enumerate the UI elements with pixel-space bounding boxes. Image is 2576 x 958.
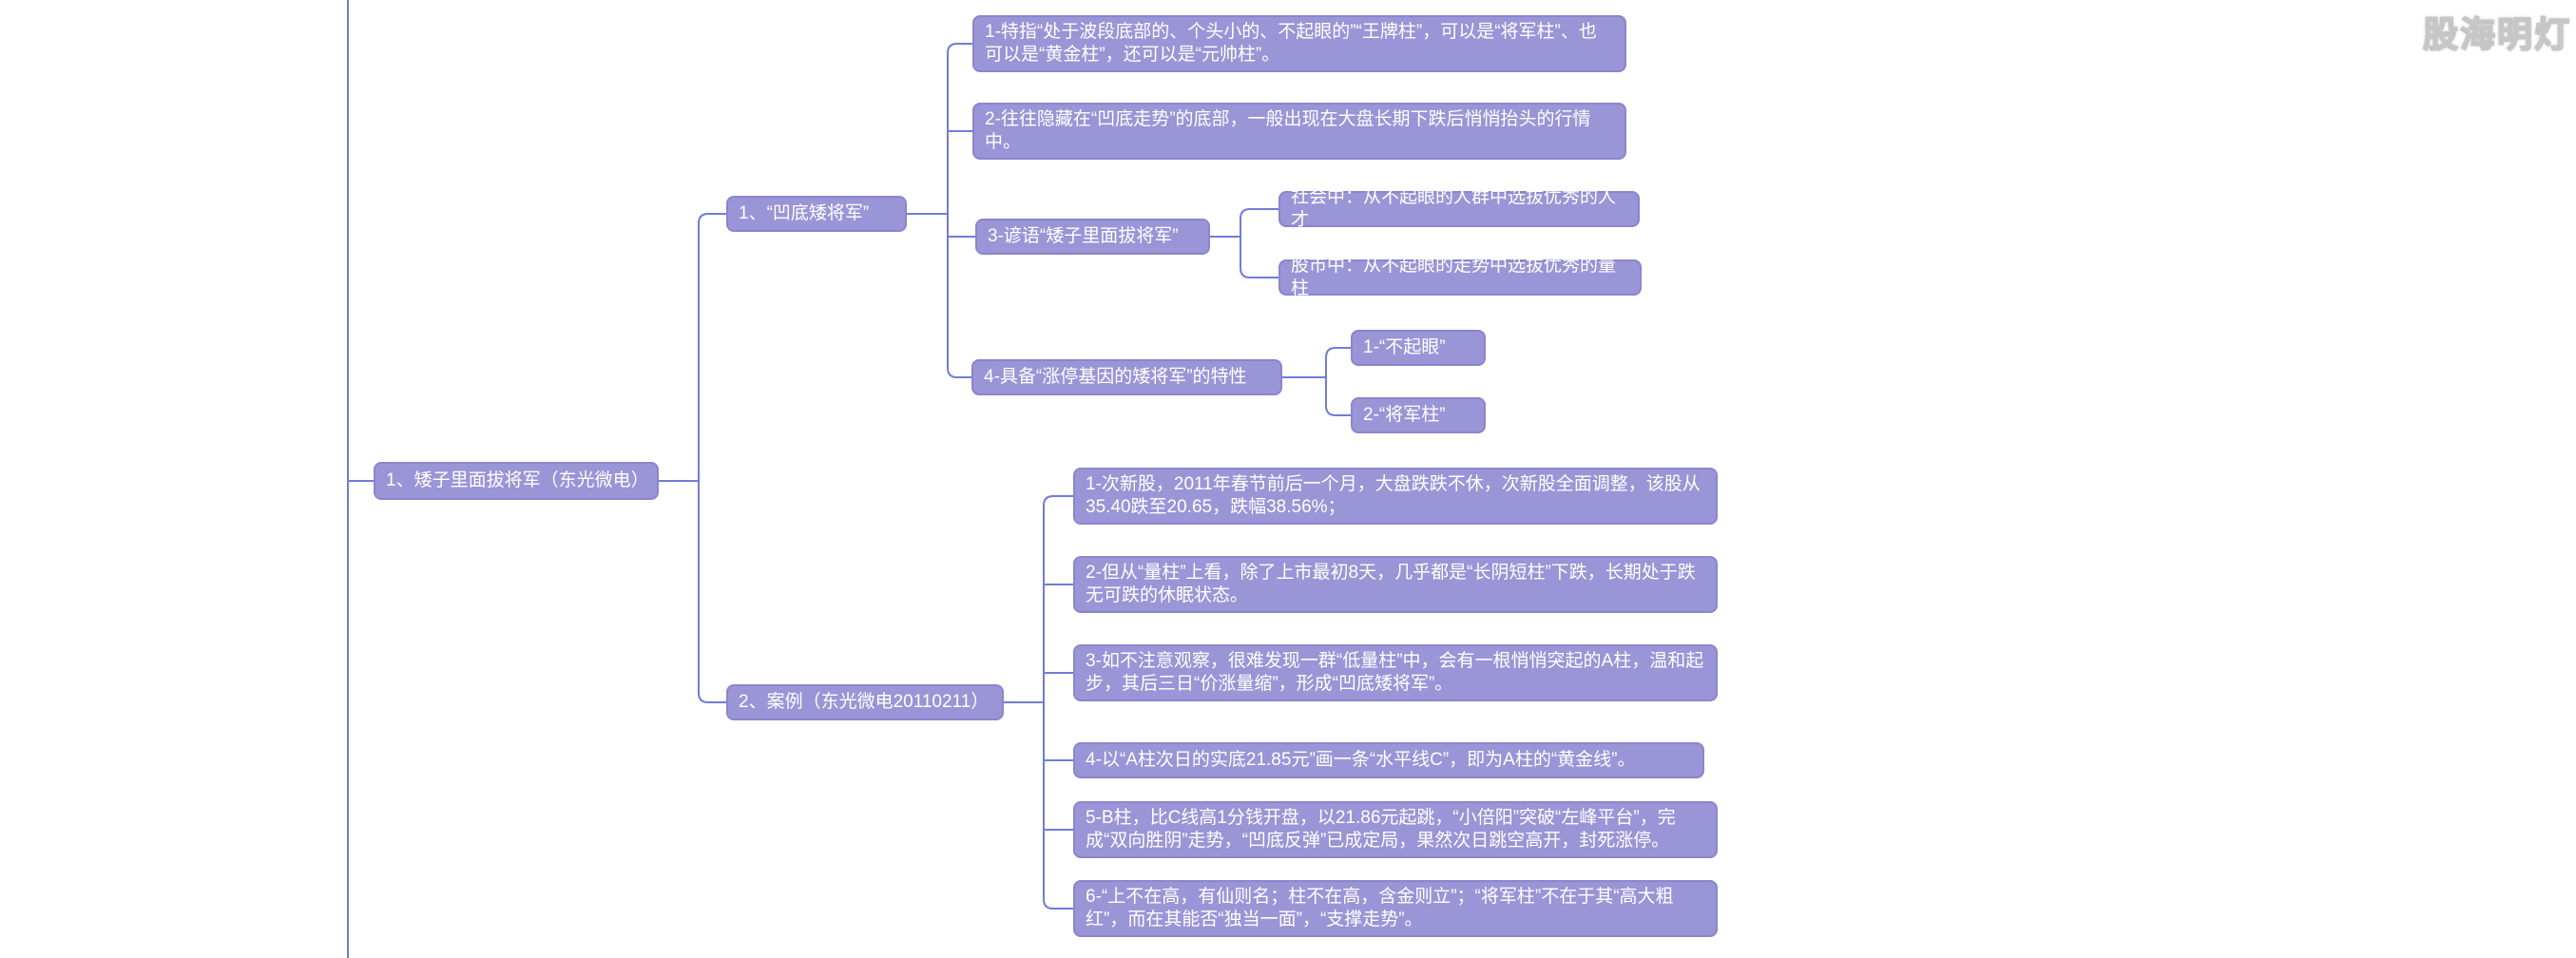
mindmap-node-branch-case[interactable]: 2、案例（东光微电20110211） — [726, 684, 1004, 720]
mindmap-node-branch-aodi[interactable]: 1、“凹底矮将军” — [726, 196, 907, 232]
mindmap-node-trait-2[interactable]: 2-“将军柱” — [1351, 397, 1486, 433]
connector-trunk-root — [698, 213, 727, 703]
mindmap-node-case-2[interactable]: 2-但从“量柱”上看，除了上市最初8天，几乎都是“长阴短柱”下跌，长期处于跌无可… — [1073, 556, 1718, 613]
mindmap-node-aodi-point-3[interactable]: 3-谚语“矮子里面拔将军” — [975, 219, 1210, 255]
mindmap-node-case-1[interactable]: 1-次新股，2011年春节前后一个月，大盘跌跌不休，次新股全面调整，该股从35.… — [1073, 468, 1718, 525]
watermark-logo: 股海明灯 — [2422, 14, 2571, 55]
mindmap-node-aodi-point-1[interactable]: 1-特指“处于波段底部的、个头小的、不起眼的”“王牌柱”，可以是“将军柱”、也可… — [972, 15, 1626, 72]
mindmap-node-case-3[interactable]: 3-如不注意观察，很难发现一群“低量柱”中，会有一根悄悄突起的A柱，温和起步，其… — [1073, 644, 1718, 701]
connector-trunk-branch-case — [1043, 495, 1074, 910]
mindmap-node-case-6[interactable]: 6-“上不在高，有仙则名；柱不在高，含金则立”；“将军柱”不在于其“高大粗红”，… — [1073, 880, 1718, 937]
connector-trunk-aodi-point-4 — [1325, 347, 1352, 416]
mindmap-node-proverb-stockmarket[interactable]: 股市中：从不起眼的走势中选拔优秀的量柱 — [1278, 256, 1642, 298]
mindmap-node-aodi-point-4[interactable]: 4-具备“涨停基因的矮将军”的特性 — [971, 359, 1282, 395]
mindmap-node-case-5[interactable]: 5-B柱，比C线高1分钱开盘，以21.86元起跳，“小倍阳”突破“左峰平台”，完… — [1073, 801, 1718, 858]
mindmap-node-aodi-point-2[interactable]: 2-往往隐藏在“凹底走势”的底部，一般出现在大盘长期下跌后悄悄抬头的行情中。 — [972, 103, 1626, 160]
mindmap-node-trait-1[interactable]: 1-“不起眼” — [1351, 330, 1486, 366]
mindmap-node-case-4[interactable]: 4-以“A柱次日的实底21.85元”画一条“水平线C”，即为A柱的“黄金线”。 — [1073, 742, 1704, 778]
mindmap-node-root[interactable]: 1、矮子里面拔将军（东光微电） — [374, 462, 659, 500]
mindmap-node-proverb-society[interactable]: 社会中：从不起眼的人群中选拔优秀的人才 — [1278, 187, 1640, 230]
connector-trunk-aodi-point-3 — [1240, 208, 1279, 278]
connector-trunk-branch-aodi — [947, 43, 973, 378]
